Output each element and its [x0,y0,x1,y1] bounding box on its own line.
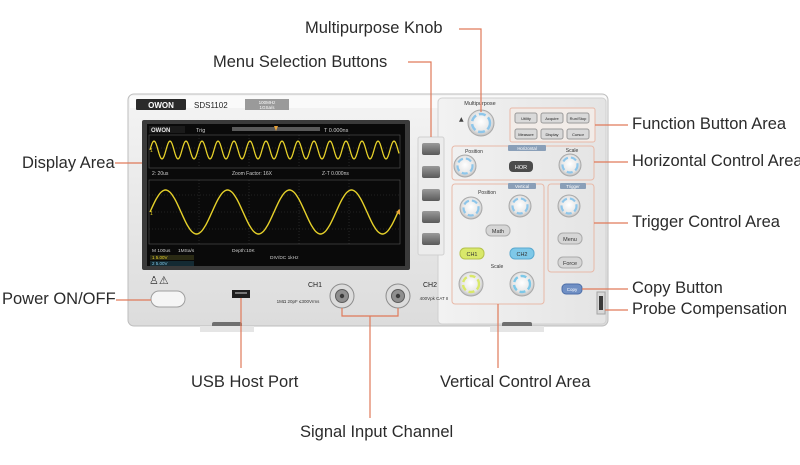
svg-text:1MSa/s: 1MSa/s [178,248,195,254]
display-screen: OWON Trig T 0.000ns 1 2: 20us Zoom Facto… [142,120,410,270]
svg-text:Menu: Menu [563,237,577,243]
svg-text:Zoom Factor: 16X: Zoom Factor: 16X [232,171,273,177]
menu-button-1[interactable] [422,143,440,155]
svg-text:Force: Force [563,261,577,267]
label-power-on-off: Power ON/OFF [2,290,116,308]
svg-text:CH1: CH1 [466,252,477,258]
label-usb-host-port: USB Host Port [191,373,299,391]
svg-text:2: 20us: 2: 20us [152,171,169,177]
trigger-control-area: Trigger Menu Force [547,183,595,273]
probe-compensation-terminal [596,291,606,315]
svg-text:M 100us: M 100us [152,248,171,254]
svg-text:Vertical: Vertical [515,184,529,189]
function-button-acquire[interactable] [540,112,564,124]
label-vertical-control-area: Vertical Control Area [440,373,591,391]
svg-text:Trigger: Trigger [566,184,580,189]
svg-text:CH1: CH1 [308,282,322,289]
callout-lines [115,28,628,418]
label-function-button-area: Function Button Area [632,115,787,133]
input-channels: CH1 CH2 1MΩ 20pF ≤300Vrms 400Vpk CAT II [277,282,449,309]
vertical-control-area: Vertical Position Math CH1 CH2 Scale [451,183,545,305]
label-copy-button: Copy Button [632,279,723,297]
label-probe-compensation: Probe Compensation [632,300,788,318]
svg-text:Trig: Trig [196,128,205,134]
math-button[interactable] [485,224,511,237]
svg-text:2 5.00V: 2 5.00V [152,261,168,266]
label-multipurpose-knob: Multipurpose Knob [305,19,443,37]
svg-text:T 0.000ns: T 0.000ns [324,128,349,134]
svg-text:100MHz: 100MHz [259,100,277,105]
svg-text:Copy: Copy [567,287,578,292]
function-button-label: Utility [521,116,531,121]
leader-menu-buttons [408,61,432,137]
svg-text:400Vpk CAT II: 400Vpk CAT II [420,296,449,301]
svg-text:1 5.00V: 1 5.00V [152,255,168,260]
brand-name: OWON [148,101,174,110]
svg-text:1GSa/s: 1GSa/s [259,105,275,110]
svg-text:1: 1 [150,148,153,154]
function-button-label: Run/Stop [570,116,587,121]
svg-text:Position: Position [465,149,483,155]
label-signal-input-channel: Signal Input Channel [300,423,454,441]
label-horizontal-control-area: Horizontal Control Area [632,152,800,170]
svg-text:Math: Math [492,229,504,235]
power-area: ♙⚠ [149,274,186,308]
svg-text:Depth:10K: Depth:10K [232,248,255,254]
function-button-run-stop[interactable] [566,112,590,124]
label-trigger-control-area: Trigger Control Area [632,213,780,231]
hor-button[interactable] [509,161,533,172]
svg-text:▲: ▲ [459,116,464,123]
function-button-utility[interactable] [514,112,538,124]
svg-text:1: 1 [150,211,153,217]
usb-port-area [232,290,250,298]
svg-text:DIV/DC 1kHz: DIV/DC 1kHz [270,255,299,261]
spec-badge [245,99,289,110]
svg-text:Z-T 0.000ns: Z-T 0.000ns [322,171,349,177]
menu-button-2[interactable] [422,166,440,178]
menu-button-4[interactable] [422,211,440,223]
menu-button-5[interactable] [422,233,440,245]
svg-text:Multipurpose: Multipurpose [464,101,496,107]
function-button-label: Measure [518,132,534,137]
label-menu-selection-buttons: Menu Selection Buttons [213,53,388,71]
multipurpose-knob-area: Multipurpose ▲ [459,101,496,137]
brand-area: OWON SDS1102 100MHz 1GSa/s [136,99,289,110]
ch1-button[interactable] [459,247,485,260]
svg-text:HOR: HOR [515,165,527,171]
svg-text:CH2: CH2 [423,282,437,289]
function-button-cursor[interactable] [566,128,590,140]
label-display-area: Display Area [22,154,115,172]
menu-selection-buttons [417,136,445,256]
owon-logo [136,99,186,110]
power-button[interactable] [150,290,186,308]
svg-text:OWON: OWON [151,128,170,134]
ch1-zoom-waveform [149,140,400,160]
svg-text:Scale: Scale [491,264,504,270]
function-button-display[interactable] [540,128,564,140]
power-warning-icon: ♙⚠ [149,274,169,287]
upper-grid [149,135,400,168]
menu-button-3[interactable] [422,189,440,201]
function-button-label: Cursor [572,132,585,137]
model-name: SDS1102 [194,101,228,110]
svg-text:Horizontal: Horizontal [517,146,536,151]
function-button-label: Display [545,132,558,137]
svg-text:CH2: CH2 [516,252,527,258]
horizontal-control-area: Horizontal Position Scale HOR [451,145,595,181]
svg-text:Position: Position [478,190,496,196]
svg-text:Scale: Scale [566,148,579,154]
ch1-main-waveform [149,189,400,235]
trigger-menu-button[interactable] [557,232,583,245]
ch2-button[interactable] [509,247,535,260]
leader-multipurpose-knob [459,28,482,112]
function-button-measure[interactable] [514,128,538,140]
force-button[interactable] [557,256,583,269]
function-button-label: Acquire [545,116,559,121]
svg-text:1MΩ 20pF ≤300Vrms: 1MΩ 20pF ≤300Vrms [277,299,320,304]
